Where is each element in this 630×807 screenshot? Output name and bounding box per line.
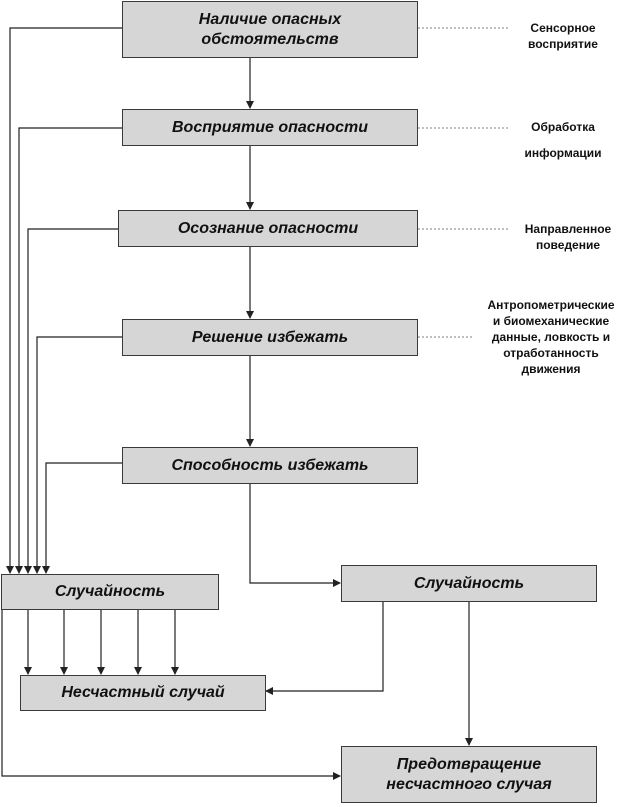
arrow-decision-to-chance-left xyxy=(33,336,122,574)
note-information-processing: Обработка информации xyxy=(524,120,602,160)
box-hazard-perception: Восприятие опасности xyxy=(122,109,418,146)
arrow-ability-to-chance-left xyxy=(42,462,122,574)
arrow-chance-left-to-prevention xyxy=(1,610,341,780)
arrow-chance-right-to-accident xyxy=(265,602,384,695)
box-hazard-awareness: Осознание опасности xyxy=(118,210,418,247)
arrow-awareness-to-chance-left xyxy=(24,228,118,574)
box-hazard-circumstances: Наличие опасных обстоятельств xyxy=(122,1,418,58)
box-chance-left: Случайность xyxy=(1,574,219,610)
note-anthropometric-data: Антропометрические и биомеханические дан… xyxy=(487,298,615,376)
box-decision-to-avoid: Решение избежать xyxy=(122,319,418,356)
box-accident-prevention: Предотвращение несчастного случая xyxy=(341,746,597,803)
box-chance-right: Случайность xyxy=(341,565,597,602)
arrow-hazard-to-chance-left xyxy=(6,27,122,574)
note-directed-behavior: Направленное поведение xyxy=(524,222,612,252)
box-accident: Несчастный случай xyxy=(20,675,266,711)
box-ability-to-avoid: Способность избежать xyxy=(122,447,418,484)
arrow-perception-to-chance-left xyxy=(15,127,122,574)
arrow-ability-to-chance-right xyxy=(249,484,341,587)
note-sensory-perception: Сенсорное восприятие xyxy=(528,21,598,51)
